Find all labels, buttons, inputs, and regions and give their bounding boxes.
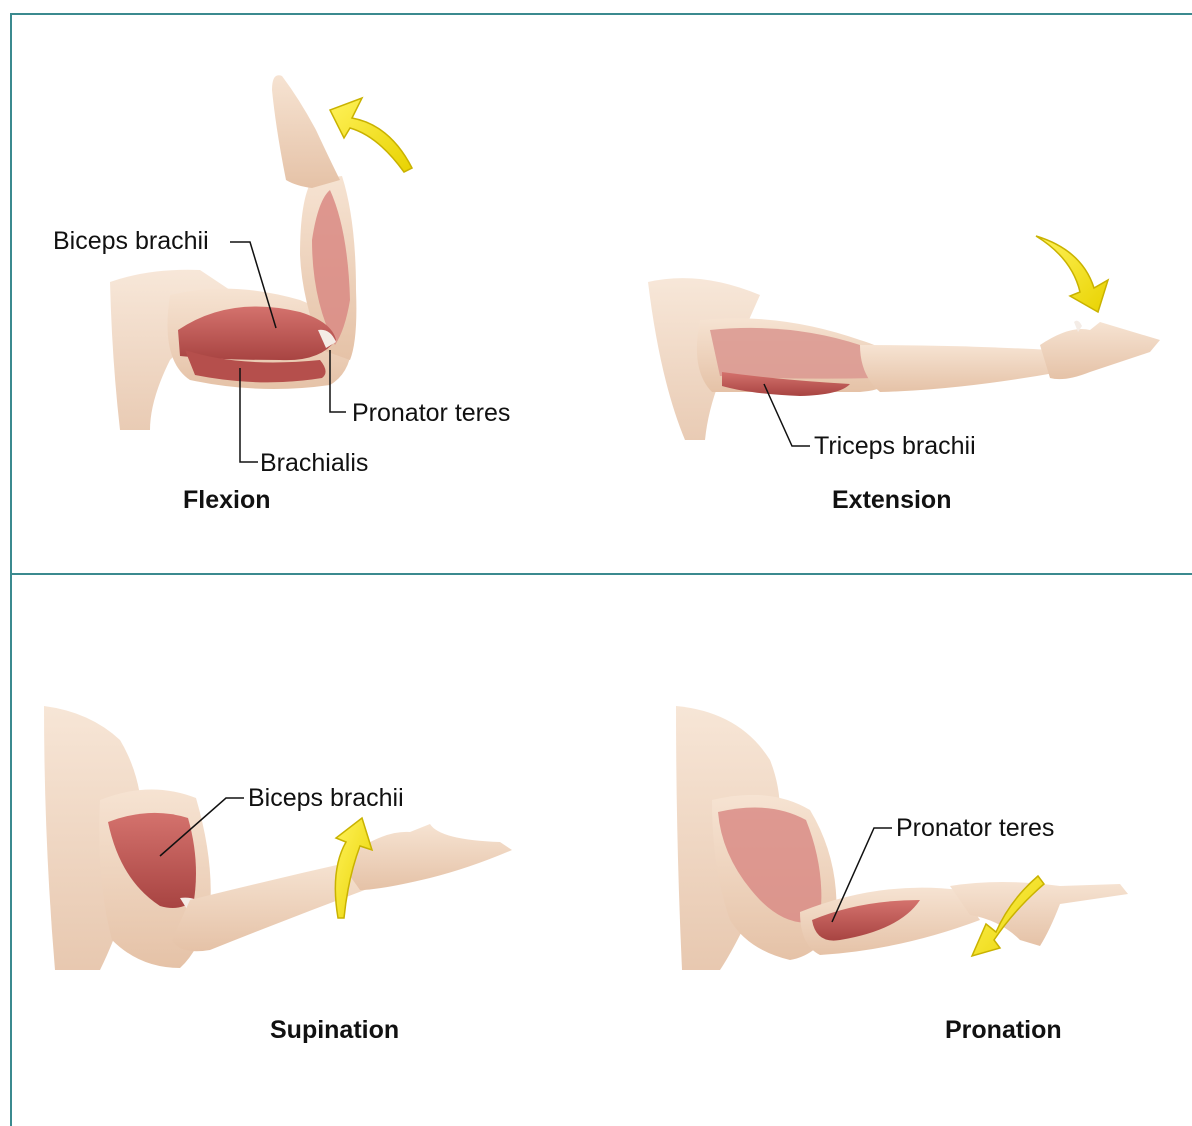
supination-label-biceps-brachii: Biceps brachii <box>248 786 404 811</box>
flexion-label-pronator-teres: Pronator teres <box>352 401 510 426</box>
flexion-label-brachialis: Brachialis <box>260 451 368 476</box>
flexion-arrow-icon <box>330 98 412 172</box>
extension-caption: Extension <box>832 488 951 513</box>
extension-label-triceps-brachii: Triceps brachii <box>814 434 976 459</box>
extension-arrow-icon <box>1036 236 1108 312</box>
flexion-caption: Flexion <box>183 488 271 513</box>
supination-caption: Supination <box>270 1018 399 1043</box>
pronation-caption: Pronation <box>945 1018 1062 1043</box>
flexion-label-biceps-brachii: Biceps brachii <box>53 229 209 254</box>
supination-arm-illustration <box>44 706 512 970</box>
pronation-label-pronator-teres: Pronator teres <box>896 816 1054 841</box>
